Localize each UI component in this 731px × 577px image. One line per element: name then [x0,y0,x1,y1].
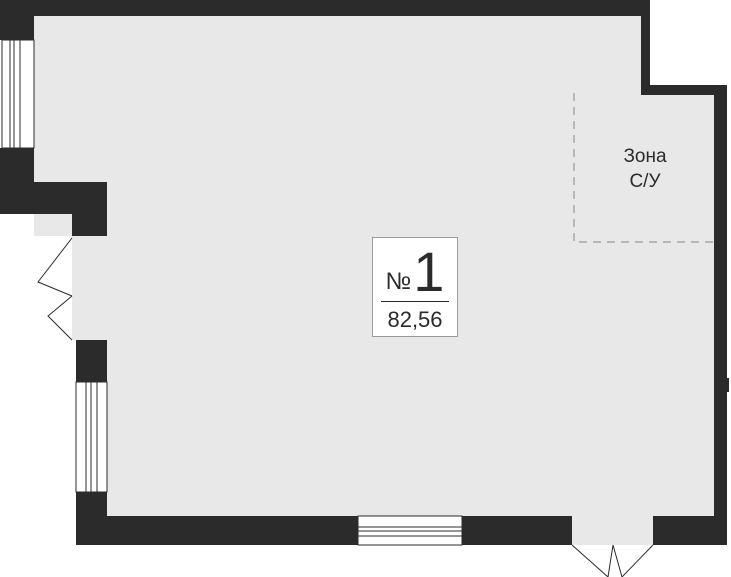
wall-bottom-right [653,516,727,545]
wall-right [714,85,727,545]
left-entrance-door-upper [37,237,73,297]
bottom-entrance-door-left [571,544,614,577]
bottom-door-opening [572,516,653,545]
room-area: 82,56 [387,307,443,332]
wall-right-step [641,85,727,95]
wall-bottom-left-long [76,516,358,545]
window-left-upper [1,39,35,149]
bottom-entrance-door-right [612,544,654,577]
wall-right-tick [725,378,729,392]
wall-left-pier [72,182,107,236]
entrance-recess-floor [72,236,108,340]
wall-bottom-middle [462,516,572,545]
zone-label-line2: С/У [629,171,661,192]
wall-left-lower-pier [76,340,107,382]
room-number-sign: № [385,268,412,295]
bathroom-zone-label: Зона С/У [600,144,690,194]
wall-top [0,0,650,16]
wall-left-top [0,0,34,40]
room-label: № 1 82,56 [372,237,458,337]
room-number: 1 [413,240,445,303]
left-entrance-door-lower [47,295,73,341]
zone-label-line1: Зона [623,146,667,167]
room-number-row: № 1 [373,240,457,300]
room-label-divider [381,301,449,302]
wall-right-upper [641,0,650,93]
bathroom-zone-outline [573,93,714,243]
